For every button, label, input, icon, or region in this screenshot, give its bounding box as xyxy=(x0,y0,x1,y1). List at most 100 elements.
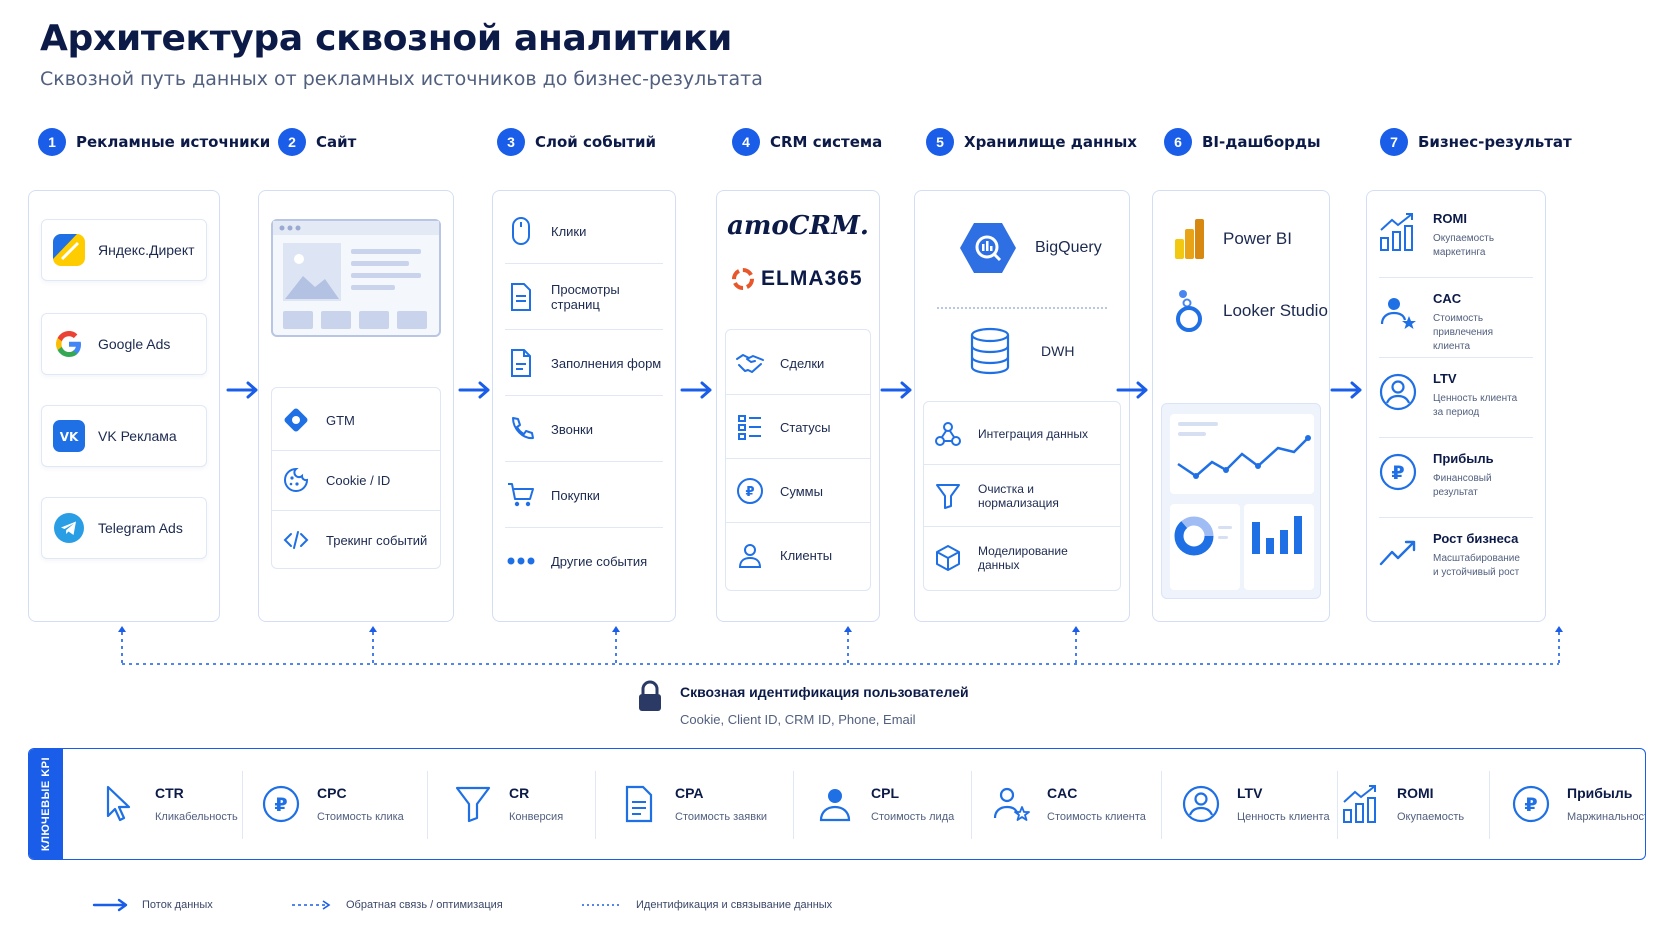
stage-number: 7 xyxy=(1380,128,1408,156)
result-desc: Стоимость привлечения xyxy=(1433,313,1494,338)
stage-label: Слой событий xyxy=(535,133,656,151)
result-desc: Масштабирование xyxy=(1433,553,1520,564)
event-calls[interactable]: Звонки xyxy=(505,401,663,457)
source-label: Google Ads xyxy=(98,336,171,352)
bi-power-bi[interactable]: Power BI xyxy=(1173,217,1292,261)
site-item-event-tracking[interactable]: Трекинг событий xyxy=(280,516,432,564)
document-icon xyxy=(617,782,661,826)
mouse-icon xyxy=(505,215,537,247)
svg-text:₽: ₽ xyxy=(1524,794,1537,816)
stage-label: CRM система xyxy=(770,133,883,151)
svg-text:₽: ₽ xyxy=(1391,462,1404,484)
stage-number: 2 xyxy=(278,128,306,156)
result-name: LTV xyxy=(1433,371,1457,386)
source-yandex-direct[interactable]: Яндекс.Директ xyxy=(41,219,207,281)
crm-item-amounts[interactable]: ₽ Суммы xyxy=(734,462,862,520)
event-page-views[interactable]: Просмотры страниц xyxy=(505,269,663,325)
crm-item-clients[interactable]: Клиенты xyxy=(734,526,862,584)
flow-arrow-icon xyxy=(1116,381,1148,399)
source-telegram-ads[interactable]: Telegram Ads xyxy=(41,497,207,559)
funnel-icon xyxy=(932,480,964,512)
storage-item-label: Интеграция данных xyxy=(978,427,1088,441)
event-label: Заполнения форм xyxy=(551,355,662,371)
event-purchases[interactable]: Покупки xyxy=(505,467,663,523)
flow-arrow-icon xyxy=(1330,381,1362,399)
legend-identification: Идентификация и связывание данных xyxy=(580,898,832,912)
stage-number: 5 xyxy=(926,128,954,156)
result-desc: Финансовый xyxy=(1433,473,1492,484)
cart-icon xyxy=(505,479,537,511)
user-circle-icon xyxy=(1179,782,1223,826)
result-name: CAC xyxy=(1433,291,1462,306)
storage-dwh[interactable]: DWH xyxy=(969,327,1074,375)
gtm-icon xyxy=(280,404,312,436)
storage-item-modeling[interactable]: Моделирование данных xyxy=(932,530,1112,586)
kpi-desc: Конверсия xyxy=(509,811,564,823)
trend-up-icon xyxy=(1377,531,1419,573)
kpi-name: CAC xyxy=(1047,785,1078,801)
growth-chart-icon xyxy=(1339,782,1383,826)
bi-label: Looker Studio xyxy=(1223,301,1328,320)
source-vk-ads[interactable]: VK VK Реклама xyxy=(41,405,207,467)
kpi-name: CPA xyxy=(675,785,704,801)
event-form-fills[interactable]: Заполнения форм xyxy=(505,335,663,391)
bi-looker-studio[interactable]: Looker Studio xyxy=(1173,287,1328,335)
ruble-icon: ₽ xyxy=(734,475,766,507)
telegram-icon xyxy=(52,511,86,545)
user-icon xyxy=(734,539,766,571)
stage-label: Рекламные источники xyxy=(76,133,271,151)
storage-item-integration[interactable]: Интеграция данных xyxy=(932,406,1112,462)
document-icon xyxy=(505,281,537,313)
kpi-name: ROMI xyxy=(1397,785,1434,801)
source-google-ads[interactable]: Google Ads xyxy=(41,313,207,375)
storage-bigquery[interactable]: BigQuery xyxy=(959,221,1102,275)
integration-icon xyxy=(932,418,964,450)
website-mockup-icon xyxy=(271,219,441,337)
svg-text:VK: VK xyxy=(60,430,79,444)
crm-item-label: Статусы xyxy=(780,419,831,435)
site-item-gtm[interactable]: GTM xyxy=(280,396,432,444)
kpi-desc: Стоимость клика xyxy=(317,811,404,823)
storage-item-label: Очистка и нормализация xyxy=(978,482,1059,510)
event-clicks[interactable]: Клики xyxy=(505,203,663,259)
crm-item-label: Клиенты xyxy=(780,547,833,563)
crm-item-label: Суммы xyxy=(780,483,823,499)
power-bi-icon xyxy=(1175,219,1204,259)
kpi-desc: Ценность клиента xyxy=(1237,811,1330,823)
storage-item-cleaning[interactable]: Очистка и нормализация xyxy=(932,468,1112,524)
amocrm-logo: amoCRM. xyxy=(727,211,869,241)
site-item-label: Трекинг событий xyxy=(326,532,428,548)
source-label: Telegram Ads xyxy=(98,520,183,536)
yandex-direct-icon xyxy=(52,233,86,267)
event-label: Звонки xyxy=(551,421,593,437)
storage-item-label: Моделирование данных xyxy=(978,544,1068,572)
site-item-cookie[interactable]: Cookie / ID xyxy=(280,456,432,504)
result-desc: Окупаемость xyxy=(1433,233,1495,244)
crm-item-deals[interactable]: Сделки xyxy=(734,334,862,392)
page-title: Архитектура сквозной аналитики xyxy=(40,18,733,59)
event-other[interactable]: Другие события xyxy=(505,533,663,589)
user-star-icon xyxy=(989,782,1033,826)
crm-item-statuses[interactable]: Статусы xyxy=(734,398,862,456)
kpi-profit[interactable]: ₽ ПрибыльМаржинальность xyxy=(1509,749,1645,859)
